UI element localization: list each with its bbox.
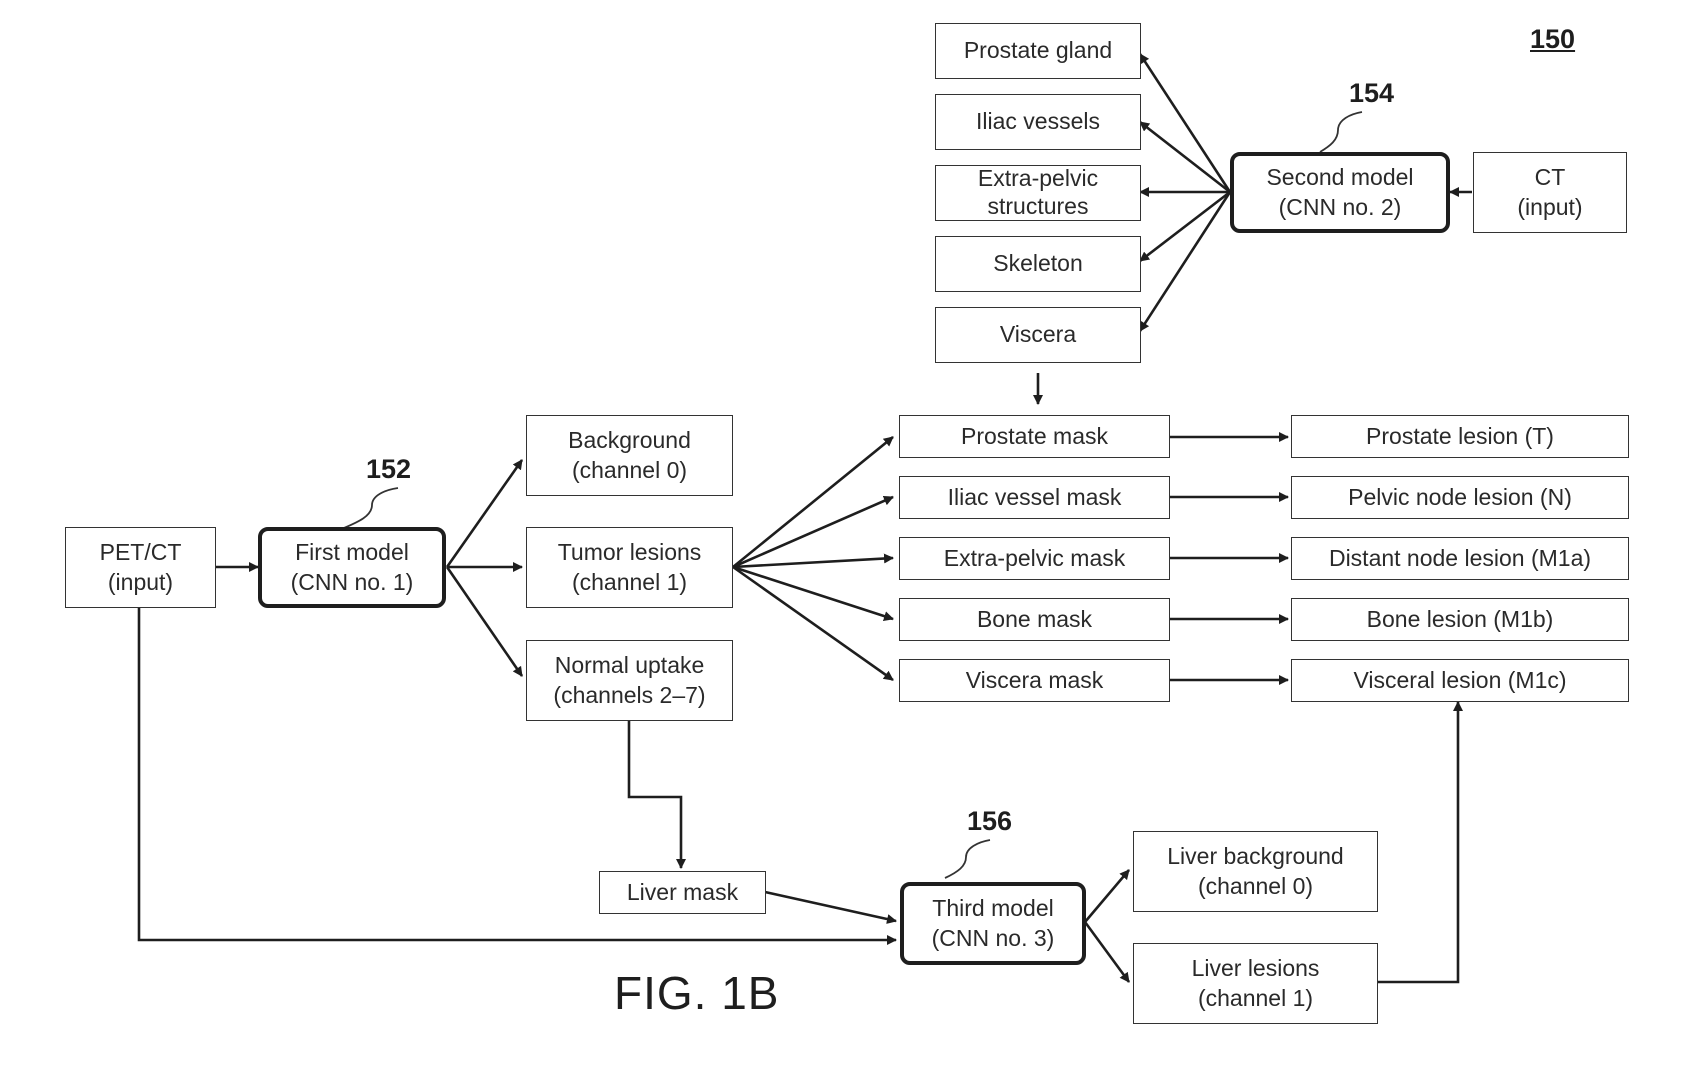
iliac-vessel-mask-box: Iliac vessel mask xyxy=(899,476,1170,519)
bone-mask-box: Bone mask xyxy=(899,598,1170,641)
third-model-box: Third model (CNN no. 3) xyxy=(900,882,1086,965)
arrow-first-to-background xyxy=(447,460,522,567)
ref-152: 152 xyxy=(366,454,411,485)
figure-number: 150 xyxy=(1530,24,1575,55)
extra-pelvic-structures-label: Extra-pelvic xyxy=(978,165,1098,193)
iliac-vessels-box: Iliac vessels xyxy=(935,94,1141,150)
liver-lesions-label: Liver lesions xyxy=(1192,954,1320,983)
prostate-mask-box: Prostate mask xyxy=(899,415,1170,458)
bone-lesion-label: Bone lesion (M1b) xyxy=(1367,605,1554,634)
skeleton-label: Skeleton xyxy=(993,249,1083,278)
extra-pelvic-structures-sublabel: structures xyxy=(988,193,1089,221)
third-model-label: Third model xyxy=(932,894,1053,923)
liver-background-label: Liver background xyxy=(1167,842,1343,871)
tumor-lesions-label: Tumor lesions xyxy=(558,538,702,567)
liver-background-box: Liver background (channel 0) xyxy=(1133,831,1378,912)
arrow-tumor-to-extra-pelvic-mask xyxy=(733,558,893,567)
arrow-first-to-normal-uptake xyxy=(447,567,522,676)
prostate-gland-label: Prostate gland xyxy=(964,36,1112,65)
arrow-second-to-prostate-gland xyxy=(1140,54,1230,192)
ref-leader-156 xyxy=(945,840,990,878)
normal-uptake-sublabel: (channels 2–7) xyxy=(553,681,705,710)
third-model-sublabel: (CNN no. 3) xyxy=(932,924,1055,953)
ct-label: CT xyxy=(1535,163,1566,192)
liver-lesions-sublabel: (channel 1) xyxy=(1198,984,1313,1013)
visceral-lesion-box: Visceral lesion (M1c) xyxy=(1291,659,1629,702)
figure-caption: FIG. 1B xyxy=(614,966,779,1020)
pet-ct-input-box: PET/CT (input) xyxy=(65,527,216,608)
arrow-second-to-iliac-vessels xyxy=(1140,122,1230,192)
liver-lesions-box: Liver lesions (channel 1) xyxy=(1133,943,1378,1024)
tumor-lesions-sublabel: (channel 1) xyxy=(572,568,687,597)
pet-ct-label: PET/CT xyxy=(100,538,182,567)
prostate-lesion-box: Prostate lesion (T) xyxy=(1291,415,1629,458)
arrow-liver-mask-to-third-model xyxy=(765,892,896,921)
normal-uptake-box: Normal uptake (channels 2–7) xyxy=(526,640,733,721)
viscera-mask-box: Viscera mask xyxy=(899,659,1170,702)
second-model-box: Second model (CNN no. 2) xyxy=(1230,152,1450,233)
prostate-gland-box: Prostate gland xyxy=(935,23,1141,79)
tumor-lesions-box: Tumor lesions (channel 1) xyxy=(526,527,733,608)
viscera-box: Viscera xyxy=(935,307,1141,363)
arrow-liver-lesions-to-visceral-lesion xyxy=(1375,702,1458,982)
liver-background-sublabel: (channel 0) xyxy=(1198,872,1313,901)
arrow-second-to-viscera xyxy=(1140,192,1230,331)
arrow-tumor-to-iliac-mask xyxy=(733,497,893,567)
extra-pelvic-structures-box: Extra-pelvic structures xyxy=(935,165,1141,221)
ref-154: 154 xyxy=(1349,78,1394,109)
arrow-third-to-liver-background xyxy=(1085,870,1129,922)
arrow-normal-uptake-to-liver-mask xyxy=(629,720,681,868)
background-sublabel: (channel 0) xyxy=(572,456,687,485)
arrow-petct-to-third-model xyxy=(139,608,896,940)
iliac-vessels-label: Iliac vessels xyxy=(976,107,1100,136)
liver-mask-box: Liver mask xyxy=(599,871,766,914)
arrow-third-to-liver-lesions xyxy=(1085,922,1129,982)
prostate-mask-label: Prostate mask xyxy=(961,422,1108,451)
bone-lesion-box: Bone lesion (M1b) xyxy=(1291,598,1629,641)
arrow-second-to-skeleton xyxy=(1140,192,1230,261)
second-model-sublabel: (CNN no. 2) xyxy=(1279,193,1402,222)
pelvic-node-lesion-label: Pelvic node lesion (N) xyxy=(1348,483,1572,512)
skeleton-box: Skeleton xyxy=(935,236,1141,292)
background-channel-box: Background (channel 0) xyxy=(526,415,733,496)
ref-leader-152 xyxy=(344,488,398,528)
normal-uptake-label: Normal uptake xyxy=(555,651,705,680)
first-model-box: First model (CNN no. 1) xyxy=(258,527,446,608)
prostate-lesion-label: Prostate lesion (T) xyxy=(1366,422,1554,451)
bone-mask-label: Bone mask xyxy=(977,605,1092,634)
pet-ct-sublabel: (input) xyxy=(108,568,173,597)
distant-node-lesion-box: Distant node lesion (M1a) xyxy=(1291,537,1629,580)
distant-node-lesion-label: Distant node lesion (M1a) xyxy=(1329,544,1591,573)
iliac-vessel-mask-label: Iliac vessel mask xyxy=(948,483,1122,512)
arrow-tumor-to-bone-mask xyxy=(733,567,893,619)
ct-sublabel: (input) xyxy=(1517,193,1582,222)
pelvic-node-lesion-box: Pelvic node lesion (N) xyxy=(1291,476,1629,519)
liver-mask-label: Liver mask xyxy=(627,878,738,907)
visceral-lesion-label: Visceral lesion (M1c) xyxy=(1353,666,1566,695)
arrow-tumor-to-prostate-mask xyxy=(733,437,893,567)
ref-leader-154 xyxy=(1320,112,1362,152)
ref-156: 156 xyxy=(967,806,1012,837)
first-model-label: First model xyxy=(295,538,409,567)
arrow-tumor-to-viscera-mask xyxy=(733,567,893,680)
viscera-mask-label: Viscera mask xyxy=(966,666,1104,695)
extra-pelvic-mask-box: Extra-pelvic mask xyxy=(899,537,1170,580)
viscera-label: Viscera xyxy=(1000,320,1076,349)
ct-input-box: CT (input) xyxy=(1473,152,1627,233)
first-model-sublabel: (CNN no. 1) xyxy=(291,568,414,597)
background-label: Background xyxy=(568,426,691,455)
second-model-label: Second model xyxy=(1266,163,1413,192)
extra-pelvic-mask-label: Extra-pelvic mask xyxy=(944,544,1125,573)
